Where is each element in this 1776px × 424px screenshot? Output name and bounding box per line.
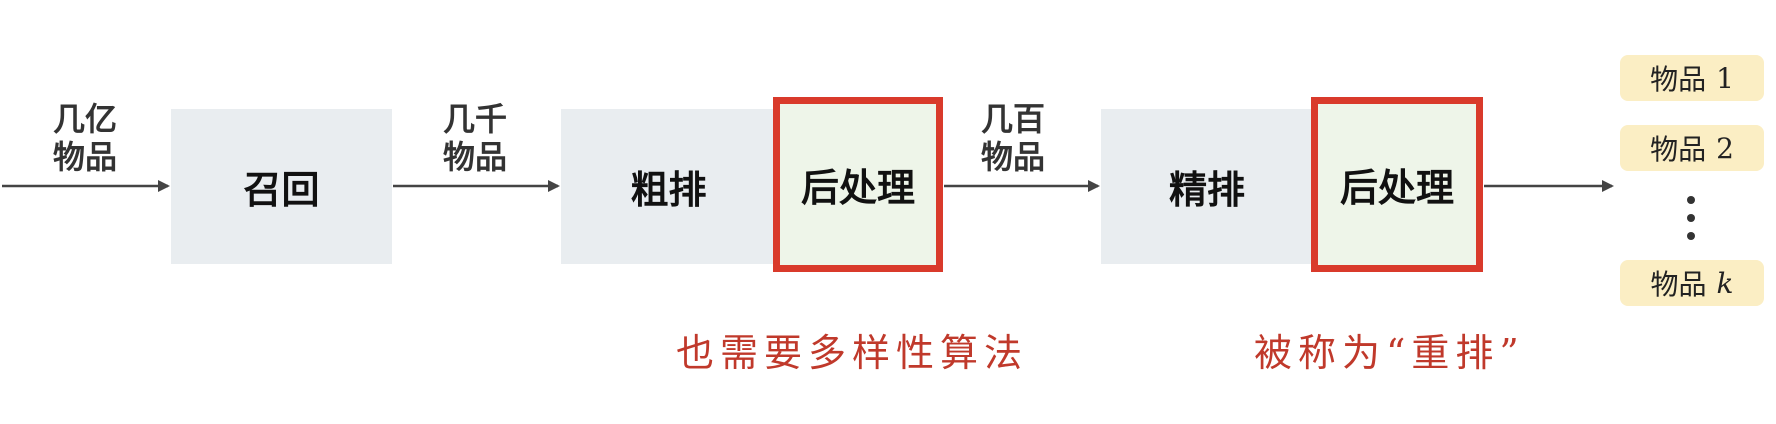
stage-coarse-rank-label: 粗排	[630, 168, 707, 212]
output-item: 物品 1	[1620, 55, 1764, 101]
note-coarse-post: 也需要多样性算法	[676, 331, 1029, 375]
output-item-index: 1	[1716, 61, 1734, 95]
output-item-label: 物品	[1650, 268, 1707, 301]
output-item-index: 2	[1716, 131, 1734, 165]
note-fine-post: 被称为“重排”	[1254, 331, 1525, 375]
output-item: 物品 2	[1620, 125, 1764, 171]
output-item-label: 物品	[1650, 133, 1707, 166]
stage-fine-rank-label: 精排	[1168, 168, 1245, 212]
flow-label-input: 几亿 物品	[40, 100, 130, 176]
flow-label-input-line1: 几亿	[52, 100, 117, 138]
output-item-index: k	[1716, 266, 1734, 300]
output-item: 物品 k	[1620, 260, 1764, 306]
flow-label-after-coarse-line1: 几百	[980, 100, 1045, 138]
flow-label-after-recall-line2: 物品	[442, 138, 507, 176]
stage-fine-rank: 精排	[1101, 109, 1313, 264]
stage-fine-post-processing: 后处理	[1311, 97, 1483, 272]
stage-fine-post-label: 后处理	[1339, 166, 1454, 210]
flow-label-input-line2: 物品	[52, 138, 117, 176]
flow-label-after-recall: 几千 物品	[430, 100, 520, 176]
flow-label-after-coarse: 几百 物品	[968, 100, 1058, 176]
stage-coarse-post-label: 后处理	[800, 166, 915, 210]
vertical-ellipsis-icon	[1686, 196, 1696, 242]
stage-recall: 召回	[171, 109, 392, 264]
stage-coarse-rank: 粗排	[561, 109, 776, 264]
stage-recall-label: 召回	[243, 168, 320, 212]
flow-label-after-recall-line1: 几千	[442, 100, 507, 138]
output-item-label: 物品	[1650, 63, 1707, 96]
flow-label-after-coarse-line2: 物品	[980, 138, 1045, 176]
stage-coarse-post-processing: 后处理	[773, 97, 943, 272]
